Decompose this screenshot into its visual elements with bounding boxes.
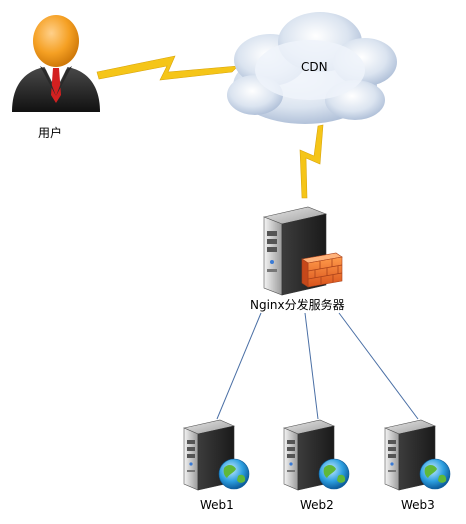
nginx-label: Nginx分发服务器 [250,298,345,312]
lightning-user-cdn [96,55,239,81]
web-server-icon-web3 [384,419,451,491]
edge-nginx-web3 [338,312,419,420]
cloud-icon [227,12,397,124]
web3-label: Web3 [401,498,435,512]
user-label: 用户 [38,126,63,140]
lightning-cdn-nginx [299,124,324,199]
server-firewall-icon [262,206,343,296]
edge-nginx-web2 [304,312,319,420]
globe-icon [419,458,451,490]
edge-nginx-web1 [216,312,262,420]
globe-icon [218,458,250,490]
web-server-icon-web2 [283,419,350,491]
web2-label: Web2 [300,498,334,512]
web1-label: Web1 [200,498,234,512]
cdn-label: CDN [301,60,328,74]
web-server-icon-web1 [183,419,250,491]
user-icon [12,15,100,112]
globe-icon [318,458,350,490]
